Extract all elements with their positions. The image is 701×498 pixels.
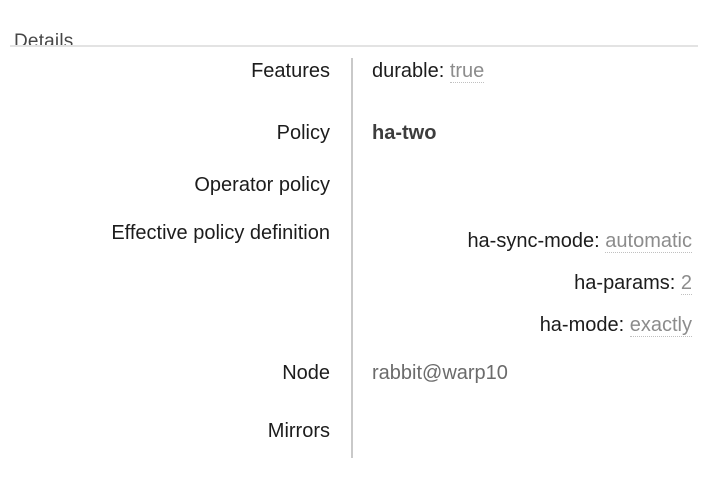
- row-value-policy: ha-two: [351, 120, 701, 172]
- row-label-effective-policy-definition: Effective policy definition: [111, 222, 330, 244]
- row-value-node: rabbit@warp10: [351, 360, 701, 418]
- definition-value-ha-params: 2: [680, 272, 692, 295]
- row-label-policy: Policy: [276, 122, 330, 144]
- row-label-mirrors: Mirrors: [267, 420, 330, 442]
- table-row: Features durable: true: [0, 58, 701, 120]
- definition-key-ha-sync-mode: ha-sync-mode:: [467, 230, 600, 252]
- table-row: Effective policy definition ha-sync-mode…: [0, 220, 701, 360]
- table-row: Policy ha-two: [0, 120, 701, 172]
- list-item: ha-params: 2: [372, 262, 692, 304]
- list-item: ha-mode: exactly: [372, 304, 692, 346]
- node-name-value: rabbit@warp10: [372, 362, 508, 384]
- definition-key-ha-params: ha-params:: [574, 272, 676, 294]
- operator-policy-empty-value: [372, 172, 701, 173]
- policy-definition-list: ha-sync-mode: automatic ha-params: 2 ha-…: [372, 220, 692, 346]
- heading-divider: [10, 45, 698, 47]
- row-value-operator-policy: [351, 172, 701, 220]
- row-label-features: Features: [251, 60, 330, 82]
- row-value-mirrors: [351, 418, 701, 458]
- feature-key-durable: durable:: [372, 60, 445, 82]
- table-row: Operator policy: [0, 172, 701, 220]
- row-value-effective-policy-definition: ha-sync-mode: automatic ha-params: 2 ha-…: [351, 220, 701, 360]
- row-value-features: durable: true: [351, 58, 701, 120]
- definition-value-ha-mode: exactly: [629, 314, 692, 337]
- details-table: Features durable: true Policy ha-two Ope…: [0, 58, 701, 458]
- list-item: ha-sync-mode: automatic: [372, 220, 692, 262]
- table-row: Mirrors: [0, 418, 701, 458]
- row-label-node: Node: [282, 362, 330, 384]
- table-row: Node rabbit@warp10: [0, 360, 701, 418]
- feature-value-durable: true: [449, 60, 485, 83]
- definition-key-ha-mode: ha-mode:: [539, 314, 625, 336]
- policy-name-link[interactable]: ha-two: [372, 122, 437, 144]
- row-label-operator-policy: Operator policy: [194, 174, 330, 196]
- mirrors-empty-value: [372, 418, 701, 419]
- definition-value-ha-sync-mode: automatic: [605, 230, 692, 253]
- page-title: Details: [14, 30, 74, 52]
